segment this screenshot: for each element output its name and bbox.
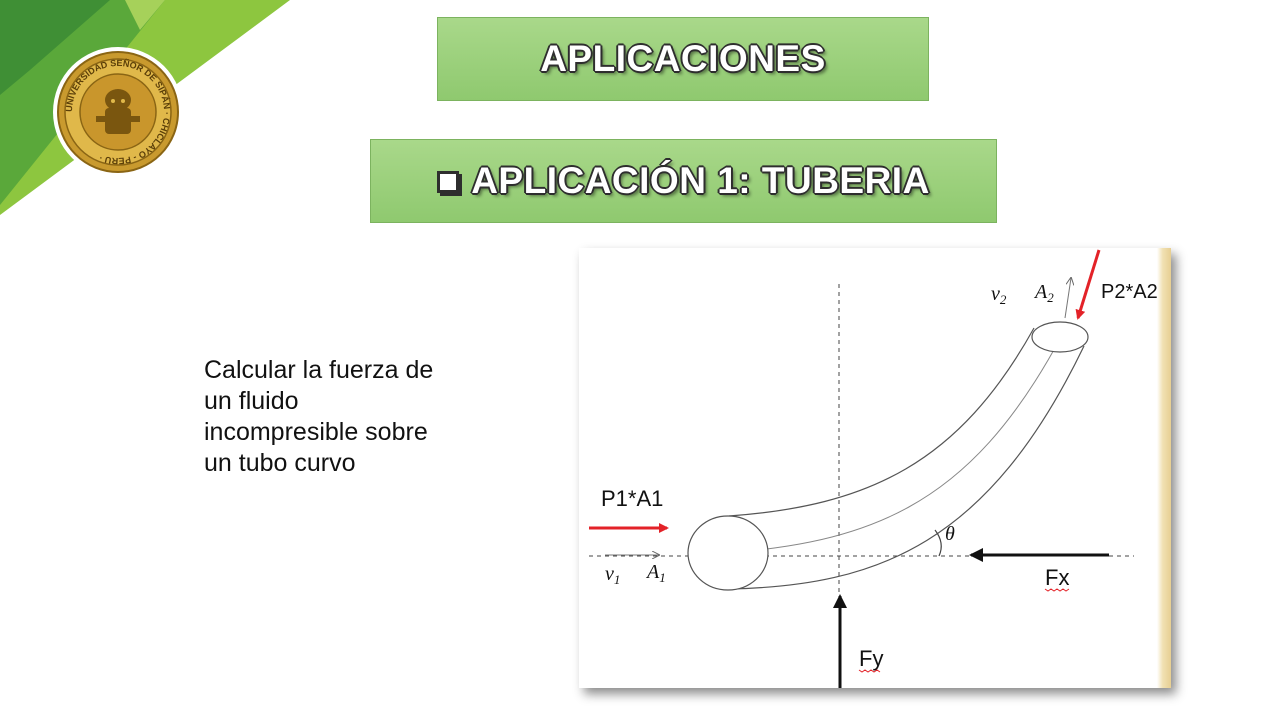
pipe-inlet-ellipse (687, 515, 769, 591)
p2a2-arrow (1075, 249, 1101, 320)
slide-title-box: APLICACIONES (437, 17, 929, 101)
curved-pipe-diagram: θ P1*A1 P2*A2 Fx Fy v1 A1 v2 A2 (579, 248, 1171, 688)
slide-subtitle-box: APLICACIÓN 1: TUBERIA (370, 139, 997, 223)
a1-label: A1 (645, 561, 666, 585)
fx-label: Fx (1045, 565, 1069, 590)
svg-text:v2: v2 (991, 283, 1007, 307)
figure-edge-strip (1157, 248, 1171, 688)
p2a2-label: P2*A2 (1101, 281, 1158, 303)
a2-label: A2 (1033, 281, 1054, 305)
theta-label: θ (945, 523, 955, 545)
theta-arc (934, 529, 942, 557)
slide-title: APLICACIONES (540, 38, 826, 79)
svg-text:v1: v1 (605, 563, 620, 587)
fy-spellcheck-underline (858, 669, 881, 673)
problem-description: Calcular la fuerza de un fluido incompre… (204, 356, 434, 477)
v1-label: v1 (605, 563, 620, 587)
pipe-outlet-ellipse (1031, 321, 1089, 353)
slide-subtitle: APLICACIÓN 1: TUBERIA (471, 160, 930, 201)
fx-spellcheck-underline (1044, 588, 1070, 592)
pipe-lower-outline (728, 345, 1085, 590)
v2-label: v2 (991, 283, 1007, 307)
checkbox-bullet-icon (437, 171, 460, 193)
svg-text:A1: A1 (645, 561, 666, 585)
pipe-upper-outline (728, 327, 1035, 517)
v2-direction-arrow (1064, 278, 1071, 319)
svg-text:A2: A2 (1033, 281, 1054, 305)
university-seal-logo: UNIVERSIDAD SEÑOR DE SIPÁN · CHICLAYO - … (53, 47, 183, 177)
fy-label: Fy (859, 646, 883, 671)
p1a1-label: P1*A1 (601, 486, 663, 511)
